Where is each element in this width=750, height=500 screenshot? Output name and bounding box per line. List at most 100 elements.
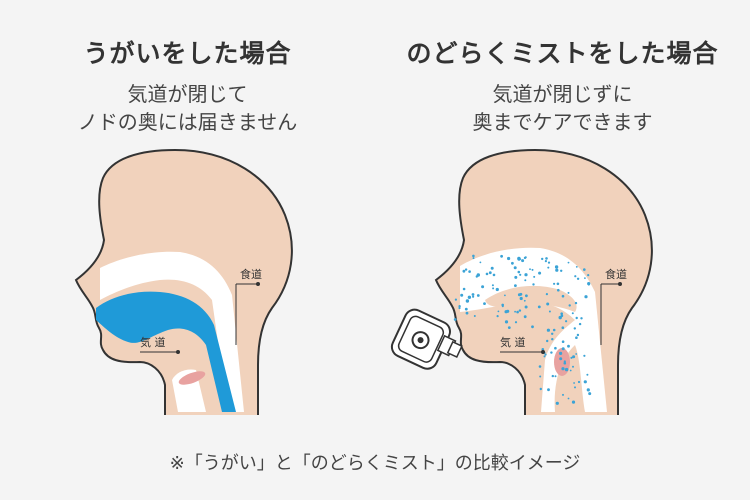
mist-particle xyxy=(507,326,511,329)
gargle-liquid xyxy=(96,291,236,412)
gargle-head-diagram: 食道 気 道 xyxy=(74,148,293,415)
mist-particle xyxy=(539,375,542,378)
mist-particle xyxy=(563,361,567,365)
mist-particle xyxy=(565,320,568,323)
mist-particle xyxy=(538,365,542,368)
mist-airway-label: 気 道 xyxy=(500,335,526,349)
mist-particle xyxy=(587,274,590,277)
mist-particle xyxy=(573,382,575,384)
mist-particle xyxy=(521,259,525,263)
mist-particle xyxy=(519,296,523,301)
mist-particle xyxy=(547,261,551,264)
mist-particle xyxy=(560,269,563,272)
mist-particle xyxy=(546,339,549,343)
mist-particle xyxy=(554,375,557,378)
mist-particle xyxy=(473,315,476,317)
mist-particle xyxy=(507,256,511,261)
mist-particle xyxy=(560,312,563,316)
mist-particle xyxy=(584,277,586,279)
mist-particle xyxy=(543,355,546,358)
mist-particle xyxy=(583,268,586,271)
mist-particle xyxy=(453,318,457,321)
mist-particle xyxy=(488,271,492,275)
gargle-throat xyxy=(178,371,206,385)
mist-particle xyxy=(561,294,565,298)
mist-particle xyxy=(539,387,542,391)
mist-particle xyxy=(506,309,510,313)
mist-particle xyxy=(467,295,472,299)
gargle-subtitle-line-1: 気道が閉じて xyxy=(127,82,248,106)
mist-particle xyxy=(500,254,503,258)
mist-particle xyxy=(476,294,480,297)
mist-particle xyxy=(571,312,574,315)
mist-particle xyxy=(541,257,544,261)
mist-particle xyxy=(553,282,556,285)
mist-particle xyxy=(569,369,572,372)
mist-particle xyxy=(575,336,578,340)
mist-particle xyxy=(586,388,590,392)
mist-tongue xyxy=(485,285,577,312)
mist-particle xyxy=(551,374,554,378)
mist-particle xyxy=(562,393,564,396)
mist-particle xyxy=(544,353,547,356)
gargle-title: うがいをした場合 xyxy=(83,39,292,68)
mist-particle xyxy=(557,288,560,292)
mist-particle xyxy=(555,268,559,272)
mist-particle xyxy=(567,397,570,400)
mist-throat xyxy=(554,348,570,376)
mist-particle xyxy=(552,328,556,332)
mist-particle xyxy=(483,302,486,305)
mist-particle xyxy=(517,270,521,274)
mist-particle xyxy=(571,400,576,404)
mist-particle xyxy=(514,321,518,324)
mist-particle xyxy=(586,373,589,376)
mist-particle xyxy=(555,401,559,405)
mist-particle xyxy=(458,305,461,308)
mist-particle xyxy=(570,356,573,359)
mist-particle xyxy=(583,354,586,357)
mist-particle xyxy=(575,353,578,355)
mist-particle xyxy=(458,306,461,310)
mist-device-icon xyxy=(390,308,463,370)
mist-particle xyxy=(525,294,528,298)
comparison-caption: ※「うがい」と「のどらくミスト」の比較イメージ xyxy=(169,453,581,474)
mist-particle xyxy=(561,340,565,344)
mist-particle xyxy=(580,317,583,320)
mist-particle xyxy=(575,316,578,320)
mist-particle xyxy=(531,325,534,329)
mist-particle xyxy=(517,256,521,261)
mist-particle xyxy=(583,380,587,384)
mist-particle xyxy=(497,310,500,313)
mist-particle xyxy=(573,327,576,330)
mist-particle xyxy=(577,380,581,384)
mist-particle xyxy=(464,268,468,271)
mist-particle xyxy=(564,367,569,372)
mist-particle xyxy=(495,287,499,292)
gargle-mouth-cavity xyxy=(100,251,244,412)
mist-particle xyxy=(572,355,576,359)
gargle-subtitle: 気道が閉じて ノドの奥には届きません xyxy=(0,80,375,136)
mist-subtitle-line-2: 奥までケアできます xyxy=(472,110,653,134)
gargle-head-silhouette xyxy=(74,148,293,415)
mist-particle xyxy=(518,309,522,312)
mist-particle xyxy=(547,388,550,392)
mist-particle xyxy=(531,268,534,271)
mist-particle xyxy=(462,269,466,273)
mist-particle xyxy=(561,326,565,330)
mist-particle xyxy=(504,320,509,324)
mist-particle xyxy=(529,268,531,271)
mist-particle xyxy=(574,301,578,305)
mist-particle xyxy=(523,256,527,260)
mist-particle xyxy=(517,293,521,297)
mist-particle xyxy=(587,283,590,286)
mist-particle xyxy=(551,332,554,335)
gargle-airway-label: 気 道 xyxy=(140,335,166,349)
mist-panel: のどらくミストをした場合 気道が閉じずに 奥までケアできます 食道 気 道 xyxy=(375,0,750,440)
mist-particle xyxy=(472,257,475,260)
mist-particle xyxy=(588,392,592,396)
mist-head-diagram: 食道 気 道 xyxy=(390,148,653,415)
mist-particle xyxy=(504,294,506,297)
mist-particle xyxy=(514,284,517,287)
mist-particles xyxy=(453,254,592,405)
mist-particle xyxy=(551,338,554,341)
